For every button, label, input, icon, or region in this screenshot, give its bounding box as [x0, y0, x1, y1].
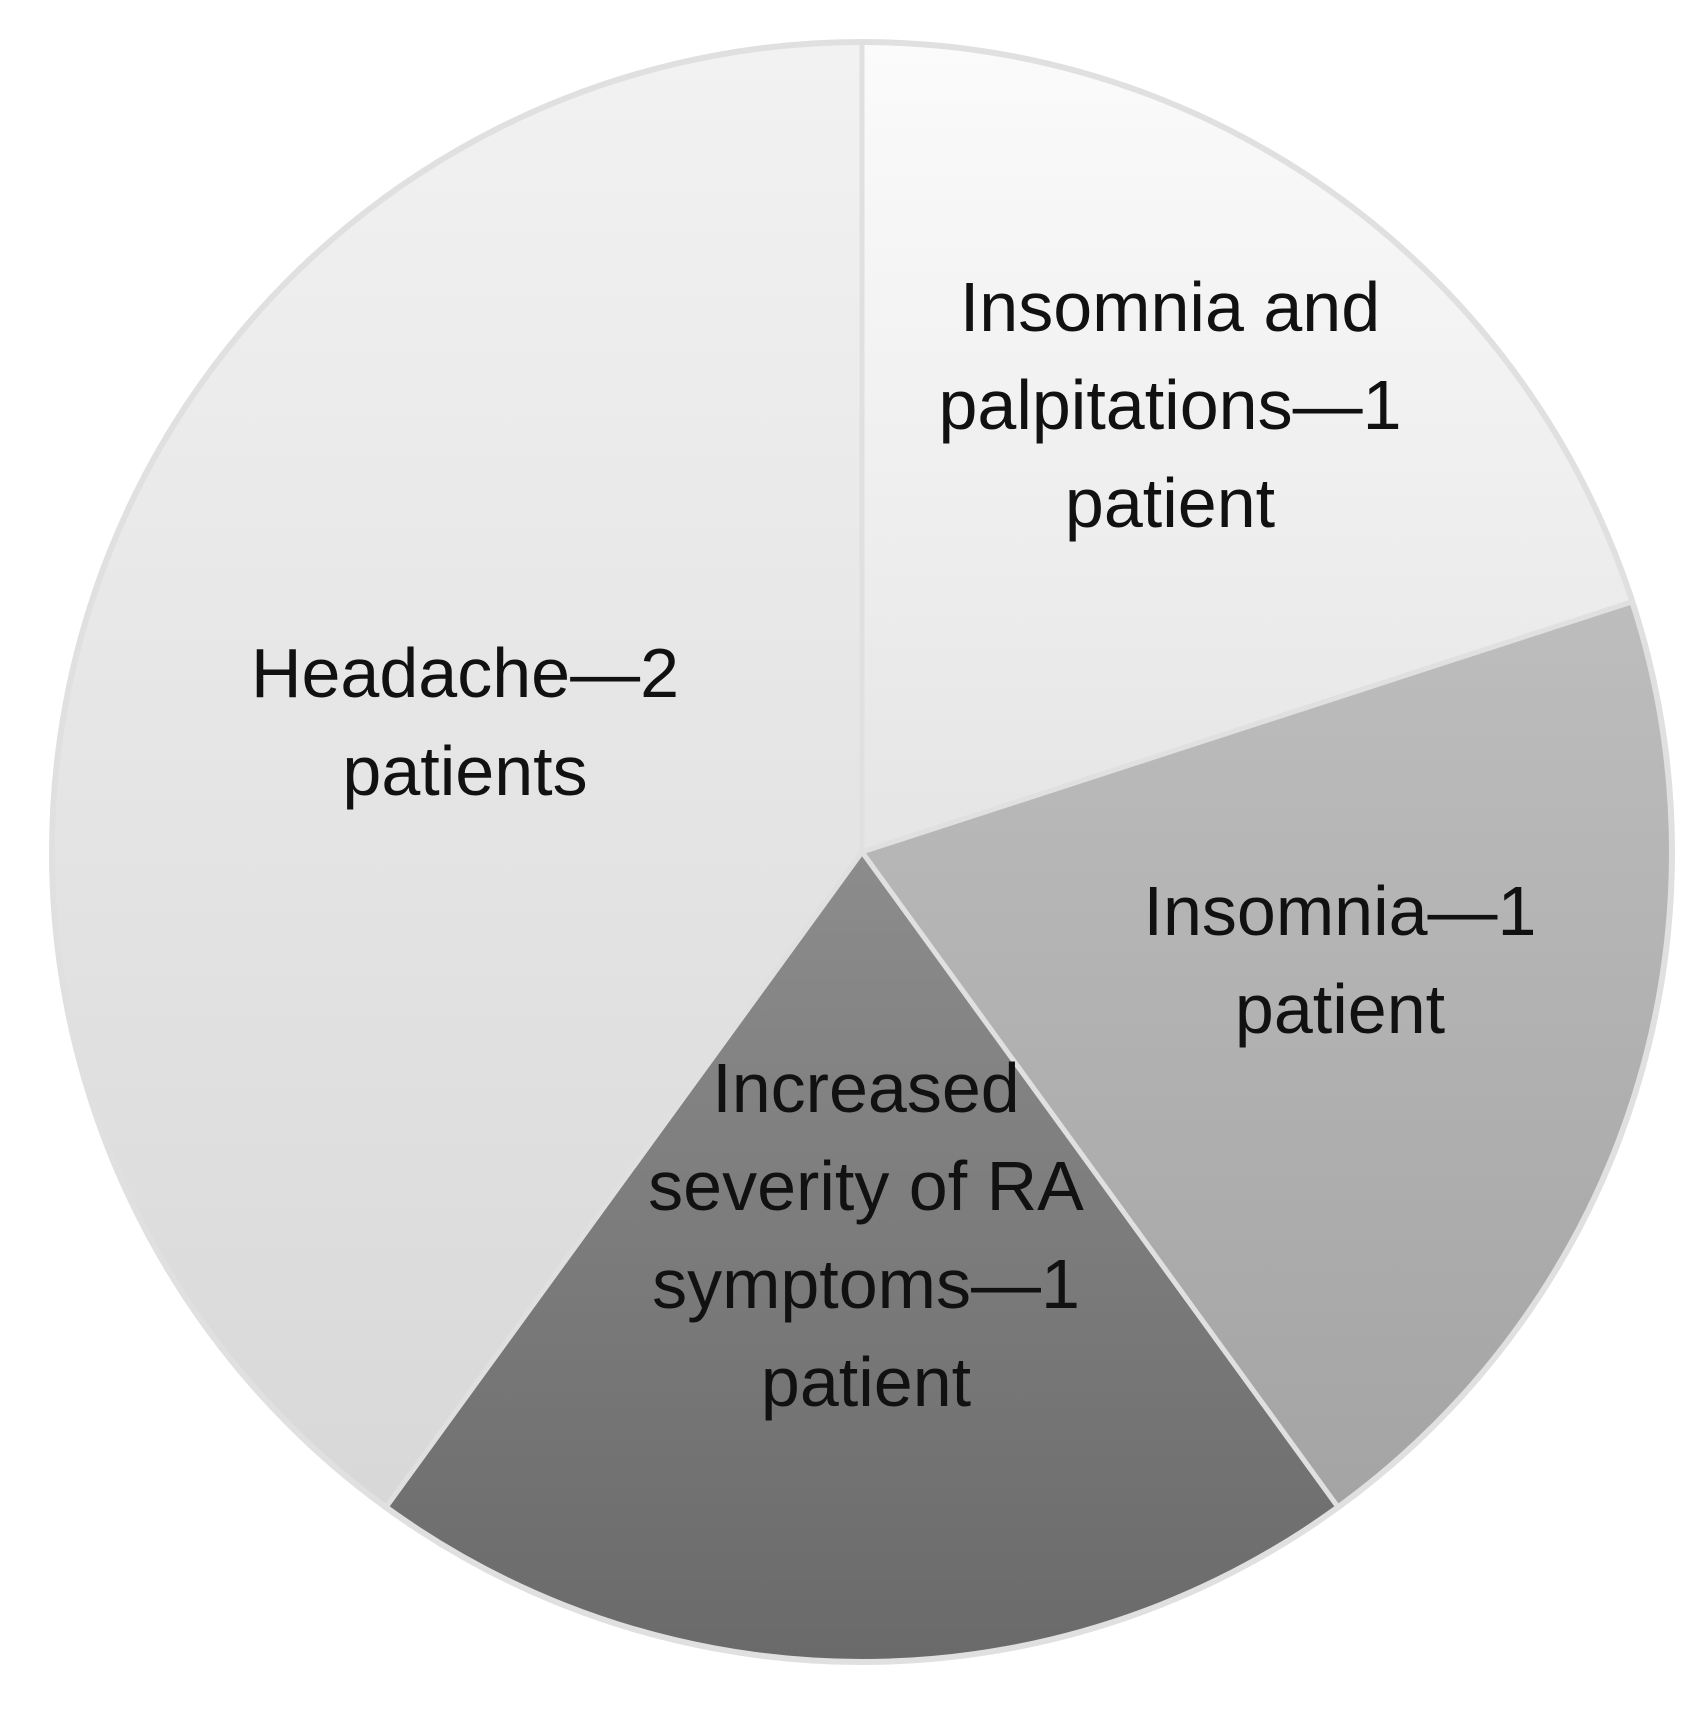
slice-label-line: patient: [1235, 970, 1445, 1048]
slice-label-4: Headache—2 patients: [251, 634, 679, 810]
slice-label-line: Insomnia—1: [1144, 872, 1537, 950]
pie-outline: [49, 39, 1675, 1665]
slice-label-line: patients: [342, 732, 587, 810]
slice-label-line: patient: [761, 1343, 971, 1421]
slice-label-3: Increased severity of RA symptoms—1 patient: [648, 1049, 1084, 1421]
slice-label-line: palpitations—1: [938, 366, 1401, 444]
slice-label-line: Headache—2: [251, 634, 679, 712]
slice-label-1: Insomnia and palpitations—1 patient: [938, 268, 1401, 542]
slice-label-line: Increased: [712, 1049, 1019, 1127]
slice-label-line: severity of RA: [648, 1147, 1084, 1225]
slice-label-line: patient: [1065, 464, 1275, 542]
slice-label-line: Insomnia and: [960, 268, 1380, 346]
slice-label-line: symptoms—1: [652, 1245, 1080, 1323]
slice-label-2: Insomnia—1 patient: [1144, 872, 1537, 1048]
